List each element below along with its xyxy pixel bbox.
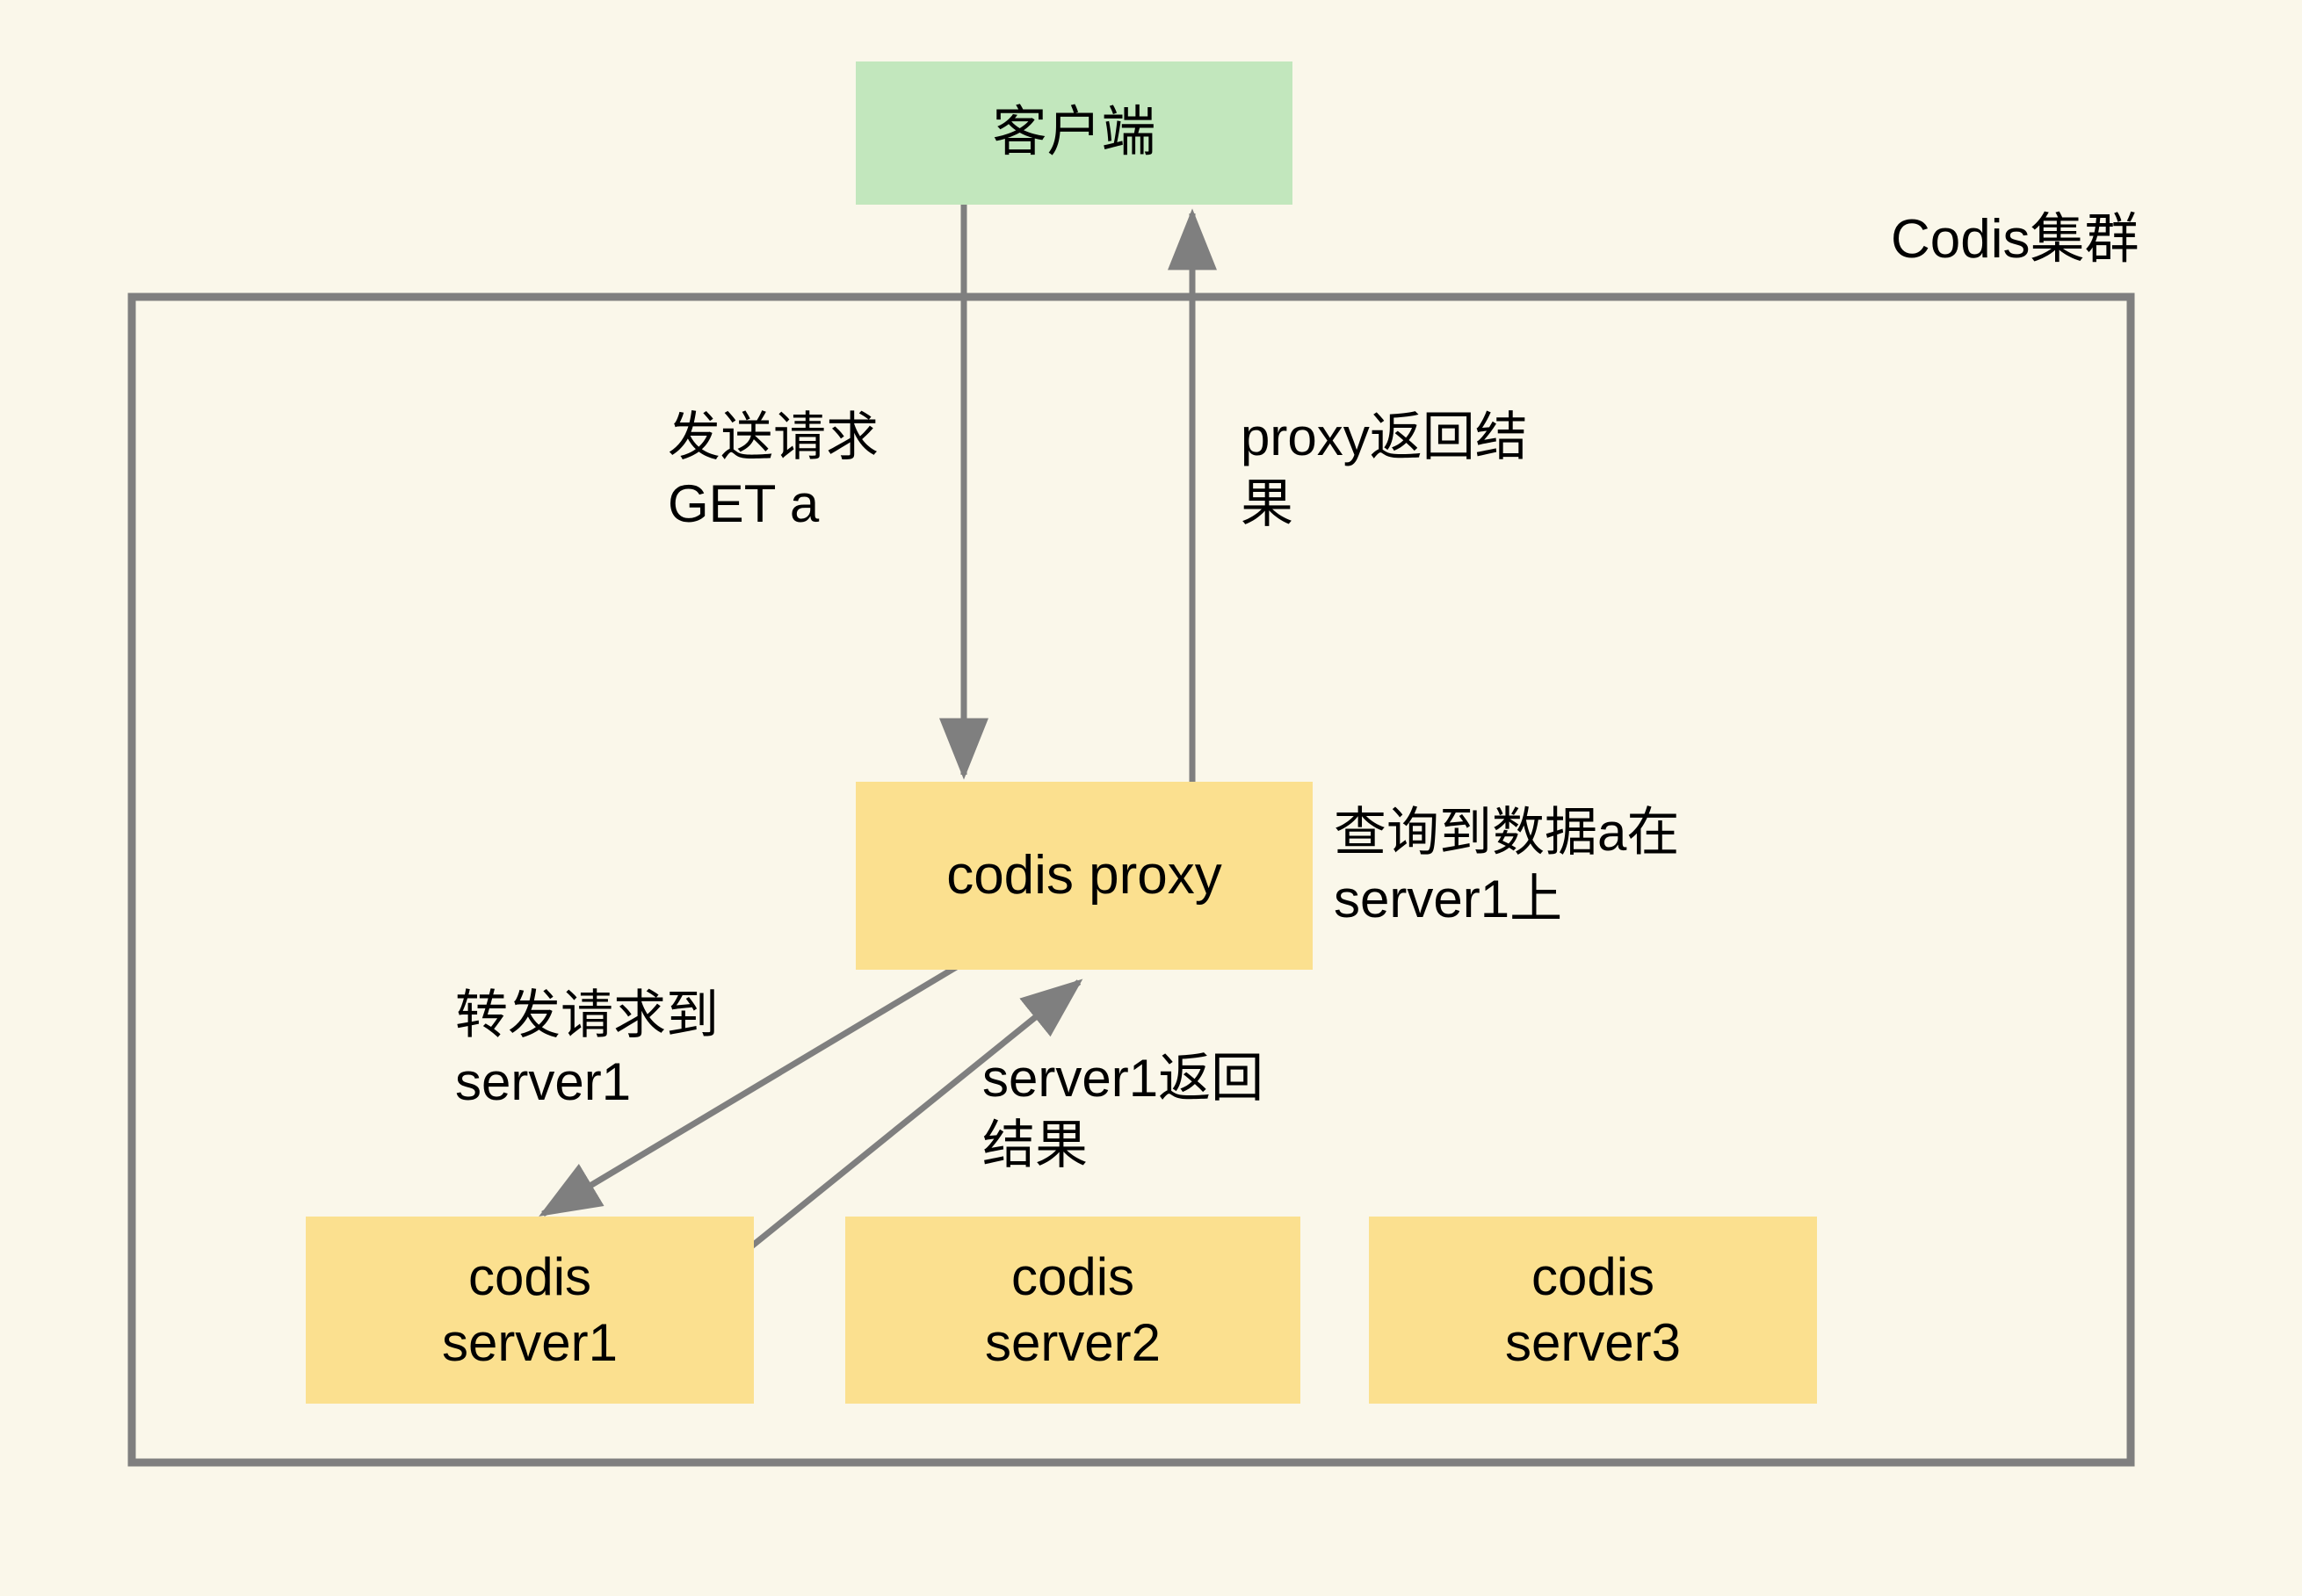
node-codis-server3[interactable]: codis server3 [1369,1217,1817,1404]
node-codis-proxy[interactable]: codis proxy [856,782,1313,970]
edge-label-proxy-lookup: 查询到数据a在 server1上 [1334,803,1680,929]
edge-label-client-to-proxy: 发送请求 GET a [668,408,879,534]
edge-label-server1-to-proxy: server1返回 结果 [982,1049,1264,1175]
node-client[interactable]: 客户端 [856,61,1292,205]
cluster-title: Codis集群 [1891,209,2139,270]
node-codis-server2[interactable]: codis server2 [845,1217,1300,1404]
edge-label-proxy-to-server1: 转发请求到 server1 [455,986,719,1112]
node-codis-server1[interactable]: codis server1 [306,1217,754,1404]
edge-label-proxy-to-client: proxy返回结 果 [1241,408,1528,534]
